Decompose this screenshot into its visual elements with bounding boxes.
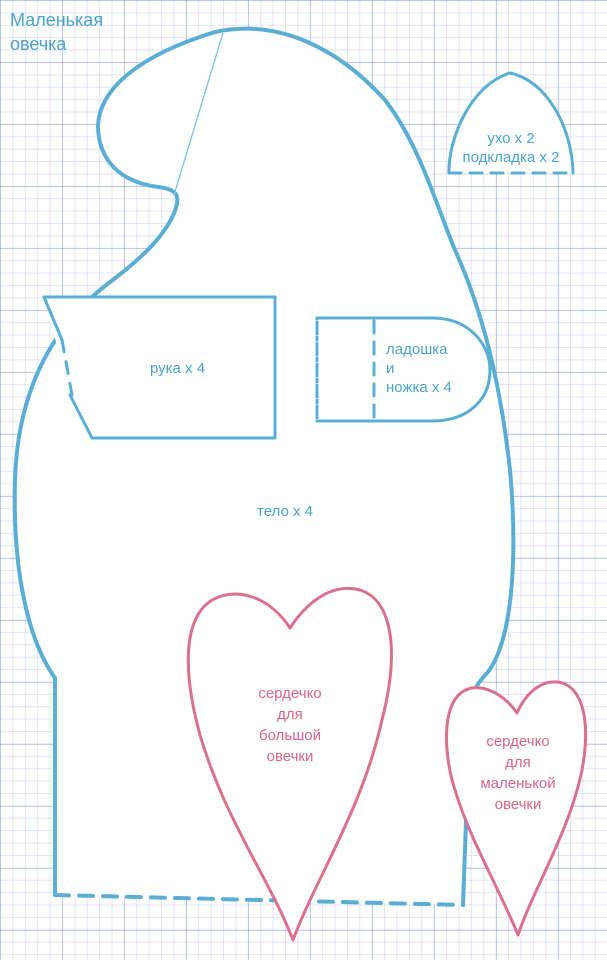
arm-left-dashed [60, 338, 74, 397]
heart-big-line2: для [277, 706, 303, 723]
arm-label-text: рука х 4 [149, 360, 206, 377]
palm-outline [315, 316, 492, 423]
heart-small-label: сердечко для маленькой овечки [468, 731, 568, 815]
palm-label-line1: ладошка [386, 341, 448, 358]
ear-label: ухо х 2 подкладка х 2 [452, 129, 570, 167]
heart-small-line2: для [505, 754, 531, 771]
heart-small-line3: маленькой [480, 775, 556, 792]
body-bottom-dashed [53, 893, 465, 907]
head-fold-line [173, 32, 224, 196]
body-label: тело х 4 [240, 502, 330, 521]
heart-small-line1: сердечко [486, 733, 550, 750]
heart-small-outline [445, 680, 588, 937]
heart-big-outline [186, 586, 393, 942]
body-label-text: тело х 4 [257, 503, 313, 520]
palm-label-line2: и [386, 360, 395, 377]
ear-label-line1: ухо х 2 [487, 130, 535, 147]
palm-label-line3: ножка х 4 [386, 379, 452, 396]
page-title: Маленькая овечка [10, 8, 150, 56]
palm-label: ладошка и ножка х 4 [386, 340, 452, 397]
heart-small-line4: овечки [494, 796, 542, 813]
arm-label: рука х 4 [130, 359, 225, 378]
arm-outline [42, 295, 277, 440]
ear-label-line2: подкладка х 2 [462, 149, 560, 166]
heart-big-label: сердечко для большой овечки [240, 683, 340, 767]
heart-big-line1: сердечко [258, 685, 322, 702]
heart-big-line3: большой [259, 727, 321, 744]
title-text: Маленькая овечка [10, 10, 104, 54]
heart-big-line4: овечки [266, 748, 314, 765]
ear-outline [447, 71, 575, 175]
